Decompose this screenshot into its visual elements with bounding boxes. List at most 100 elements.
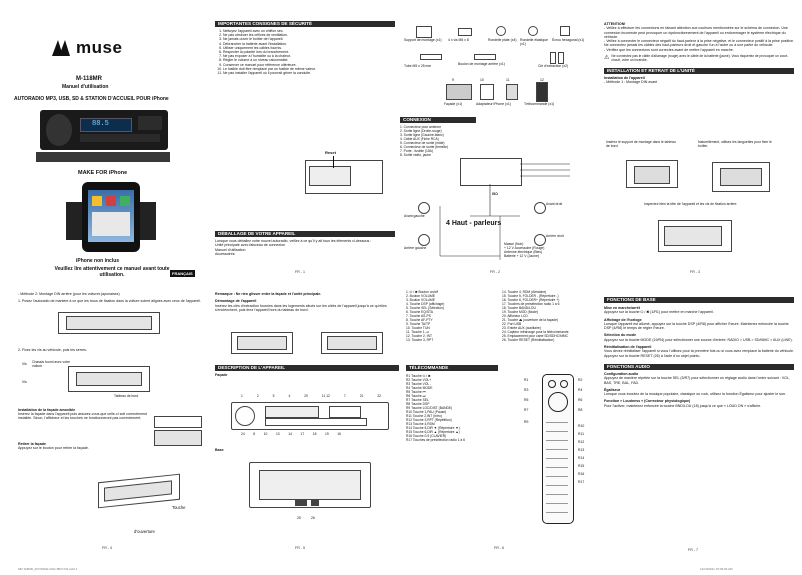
speaker-rear-left xyxy=(418,234,430,246)
legend-panel: 1. ⏻ / ✖ Bouton on/off 2. Bouton VOLUME … xyxy=(406,290,598,554)
legend-item: 17. Touches de présélection radio 1 à 6 xyxy=(502,302,560,306)
safety-panel: IMPORTANTES CONSIGNES DE SÉCURITÉ Nettoy… xyxy=(215,20,395,278)
connexion-item: 8. Sortie vidéo, jaune xyxy=(400,153,431,157)
list-item: Respecter la polarité lors du branchemen… xyxy=(223,50,395,54)
plus12-label: + 12 V Accessoire (Rouge) xyxy=(504,246,545,250)
remove-facade-text: Appuyez sur le bouton pour retirer la fa… xyxy=(18,446,89,450)
connexion-item: 3. Sortie ligne (Gauche-blanc) xyxy=(400,133,444,137)
connexion-title: CONNEXION xyxy=(400,117,476,123)
legend-right: 14. Touche 4, RDM (Aléatoire) 15. Touche… xyxy=(502,290,598,342)
remote-list: R1 Touche ⏻ / ✖ R2 Touche VOL+ R3 Touche… xyxy=(406,374,516,442)
accessory-label: Boulon de montage arrière (x1) xyxy=(458,62,505,66)
remote-item: R4 Touche MODE xyxy=(406,386,433,390)
attention-title: ATTENTION! xyxy=(604,22,626,26)
remote-label: R1 xyxy=(524,378,529,382)
remote-item: R2 Touche VOL+ xyxy=(406,378,432,382)
accessory-label: Télécommande (x1) xyxy=(524,102,555,106)
front-right-label: Avant droit xyxy=(546,202,563,206)
function-text: Appuyez de manière répétée sur la touche… xyxy=(604,376,790,385)
legend-item: 26. Touche RESET (Réinitialisation) xyxy=(502,338,555,342)
function-subtitle: Configuration audio xyxy=(604,371,639,376)
speaker-rear-right xyxy=(534,234,546,246)
list-item: Ne pas obstruer les orifices de ventilat… xyxy=(223,33,395,37)
unpacking-title: DÉBALLAGE DE VOTRE APPAREIL xyxy=(215,231,395,237)
legend-item: 9. Touche TA/TP xyxy=(406,322,431,326)
page-number: FR - 5 xyxy=(295,546,305,550)
connexion-item: 2. Sortie ligne (Droite-rouge) xyxy=(400,129,442,133)
remote-item: R17 Touches de présélection radio 1 à 6 xyxy=(406,438,465,442)
accessory-label: Support de montage (x1) xyxy=(404,38,442,42)
remote-label: R7 xyxy=(524,408,529,412)
function-text: Vous devez réinitialiser l'appareil si v… xyxy=(604,349,794,358)
vis-chassis-label: Chassis fourni avec votre voiture xyxy=(32,360,71,368)
legend-left: 1. ⏻ / ✖ Bouton on/off 2. Bouton VOLUME … xyxy=(406,290,498,342)
callout: 8 xyxy=(253,432,256,436)
unpacking-line: Manuel d'utilisation xyxy=(215,247,246,252)
list-item: Nettoyez l'appareil avec un chiffon sec. xyxy=(223,29,395,33)
facade-diagram: 1 2 5 4 20 11 12 7 21 22 24 8 10 13 14 1… xyxy=(229,394,389,444)
install-note: Inspectez bien la tête de l'appareil et … xyxy=(644,202,738,206)
connexion-item: 6. Connecteur de sortie (femelle) xyxy=(400,145,449,149)
radio-display-text: 88.5 xyxy=(92,120,109,128)
callout: 11 12 xyxy=(321,394,330,398)
battery-label: Batterie + 12 V (Jaune) xyxy=(504,254,539,258)
safety-list: Nettoyez l'appareil avec un chiffon sec.… xyxy=(215,29,395,75)
touche-label: Touche xyxy=(172,505,186,510)
remote-label: R15 xyxy=(578,464,585,468)
remote-item: R7 Touche SEL xyxy=(406,398,429,402)
remote-item: R6 Touche ⏭ xyxy=(406,394,426,398)
iphone-dock-image xyxy=(66,178,156,254)
functions-audio-title: FONCTIONS AUDIO xyxy=(604,363,794,370)
rear-mount-figure xyxy=(38,310,188,338)
description-title: DESCRIPTION DE L'APPAREIL xyxy=(215,365,399,371)
callout-top-row: 1 2 5 4 20 11 12 7 21 22 xyxy=(241,394,381,398)
callout: 1 xyxy=(241,394,243,398)
list-item: Ne pas exposer à l'humidité ou à la chal… xyxy=(223,54,395,58)
list-item: Régler le volume à un niveau raisonnable… xyxy=(223,58,395,62)
speakers-label: 4 Haut - parleurs xyxy=(446,220,502,227)
facade-install-text: Insérez la façade dans l'appareil puis a… xyxy=(18,412,148,421)
warning-box: ⚠ Ne connectez pas le câble d'allumage (… xyxy=(604,54,794,62)
unpacking-line: Unité principale avec faisceau de connex… xyxy=(215,243,286,248)
callout: 20 xyxy=(304,394,308,398)
warning-text: Ne connectez pas le câble d'allumage (ro… xyxy=(611,54,789,63)
dashboard-label: Tableau de bord xyxy=(114,394,139,398)
functions-base-title: FONCTIONS DE BASE xyxy=(604,297,794,303)
remote-control-image: R1 R2 R3 R4 R5 R6 R7 R8 R9 R10 R11 R12 R… xyxy=(524,374,596,524)
remote-label: R10 xyxy=(578,424,585,428)
remote-item: R10 Touche 1,PAU (Pause) xyxy=(406,410,447,414)
remote-item: R16 Touche 0-9 (CLAVIER) xyxy=(406,434,447,438)
callout: 22 xyxy=(377,394,381,398)
accessory-label: Rondelle plate (x4) xyxy=(488,38,517,42)
accessory-label: Clé d'extraction (x2) xyxy=(538,64,569,68)
remove-facade-figure: Touche d'ouverture xyxy=(98,458,208,548)
attention-text: - Veillez à effectuer les connexions en … xyxy=(604,26,794,52)
remote-label: R5 xyxy=(524,398,529,402)
facade-figure xyxy=(148,412,208,452)
legend-item: 3. Bouton VOLUME xyxy=(406,298,435,302)
legend-item: 25. Emplacement pour carte SD/SDHC/MMC xyxy=(502,334,568,338)
car-radio-image: 88.5 xyxy=(36,110,170,166)
print-footer-left: MR 118MR_FR MODE 2011 IBFN FR.indd 1 xyxy=(18,567,78,571)
callout: 4 xyxy=(288,394,291,398)
method2-step2: 2. Fixez les vis au véhicule, puis les s… xyxy=(18,348,87,352)
brand-logo: muse xyxy=(52,38,122,58)
accessory-number: 11 xyxy=(506,78,510,82)
callout: 21 xyxy=(359,394,364,398)
reset-diagram xyxy=(305,156,385,200)
list-item: Ne pas installer l'appareil où il pourra… xyxy=(223,71,395,75)
legend-item: 6. Touche EQ/STA xyxy=(406,310,433,314)
ouverture-label: d'ouverture xyxy=(134,529,155,534)
callout: 7 xyxy=(343,394,346,398)
install-figure-1: Insérez le support de montage dans le ta… xyxy=(606,140,694,196)
product-title: AUTORADIO MP3, USB, SD & STATION D'ACCUE… xyxy=(14,96,169,102)
remote-item: R9 Touche LOC/DIST (BANDE) xyxy=(406,406,453,410)
list-item: Débrancher la batterie avant l'installat… xyxy=(223,42,395,46)
remote-title: TÉLÉCOMMANDE xyxy=(406,365,498,371)
page-number: FR - 6 xyxy=(494,546,504,550)
safety-title: IMPORTANTES CONSIGNES DE SÉCURITÉ xyxy=(215,21,395,27)
speaker-front-right xyxy=(534,202,546,214)
legend-item: 18. Touche BAND/LOU xyxy=(502,306,536,310)
read-notice: Veuillez lire attentivement ce manuel av… xyxy=(54,266,170,278)
installation-method: - Méthode 1 : Montage DIN avant xyxy=(604,80,658,85)
